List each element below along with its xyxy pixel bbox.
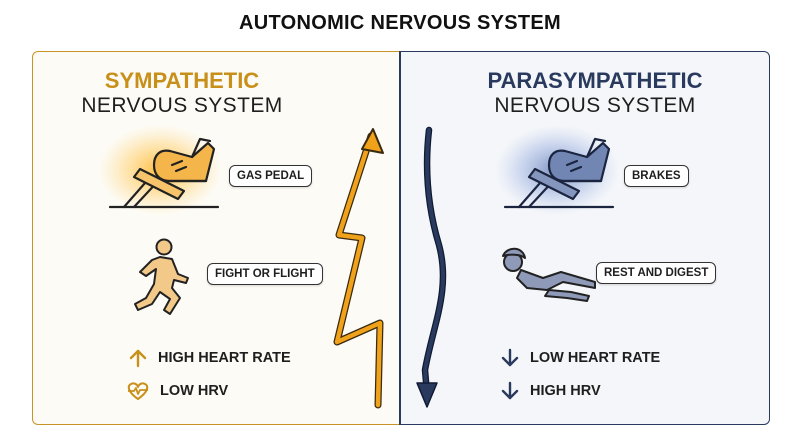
high-heart-rate-stat: HIGH HEART RATE [128,348,291,368]
gas-pedal-label: GAS PEDAL [229,165,313,187]
parasympathetic-subtitle: NERVOUS SYSTEM [494,94,696,117]
high-heart-rate-label: HIGH HEART RATE [158,350,291,366]
reclining-person-icon [502,247,596,302]
fight-or-flight-label: FIGHT OR FLIGHT [207,263,323,285]
low-hrv-stat: LOW HRV [126,381,228,401]
low-hrv-label: LOW HRV [160,383,229,399]
sympathetic-subtitle: NERVOUS SYSTEM [81,94,283,117]
sympathetic-title: SYMPATHETIC [104,68,260,93]
brakes-label: BRAKES [624,165,689,187]
page-title: AUTONOMIC NERVOUS SYSTEM [238,12,562,34]
parasympathetic-panel [400,51,770,425]
running-person-icon [134,238,189,315]
low-heart-rate-stat: LOW HEART RATE [500,348,660,368]
arrow-up-icon [129,349,147,368]
panel-divider [399,51,401,425]
gas-pedal-foot-icon [108,137,220,209]
brake-pedal-foot-icon [503,137,615,209]
wavy-down-arrow-icon [416,126,447,408]
arrow-down-icon [501,348,519,367]
zigzag-up-arrow-icon [333,128,384,409]
high-hrv-label: HIGH HRV [530,383,601,399]
low-heart-rate-label: LOW HEART RATE [530,350,661,366]
rest-and-digest-label: REST AND DIGEST [596,262,717,284]
heart-pulse-icon [127,382,149,400]
arrow-down-icon [501,381,519,400]
high-hrv-stat: HIGH HRV [500,381,601,401]
parasympathetic-title: PARASYMPATHETIC [487,68,703,93]
